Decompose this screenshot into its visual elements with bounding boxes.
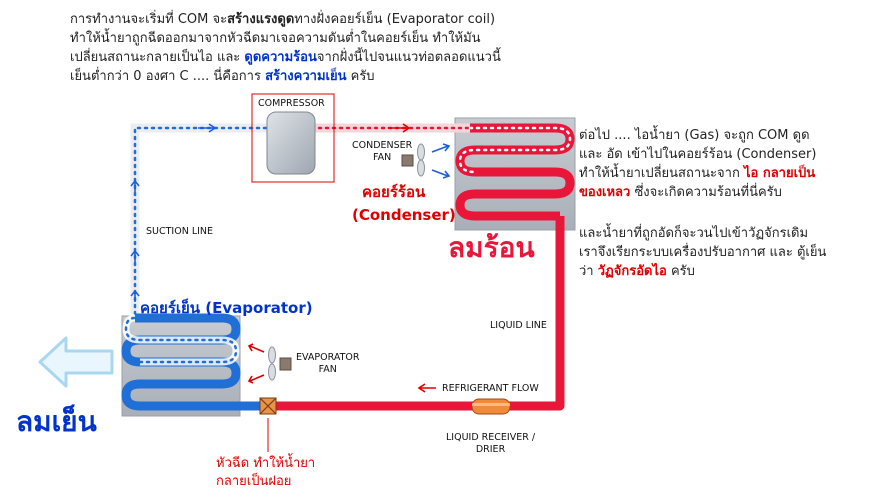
- suction-flow-arrows: [130, 123, 217, 302]
- intro-line1-highlight: สร้างแรงดูด: [227, 12, 295, 27]
- intro-line4-c: ครับ: [346, 69, 375, 84]
- expansion-valve-icon: [259, 397, 277, 415]
- refrigerant-flow-label: REFRIGERANT FLOW: [442, 383, 539, 394]
- cold-air-arrow-icon: [38, 336, 114, 388]
- right-p2-line3-c: ครับ: [666, 264, 695, 279]
- condenser-fan-label: CONDENSER FAN: [352, 140, 412, 164]
- intro-line1-a: การทำงานจะเริ่มที่ COM จะ: [70, 12, 228, 27]
- right-p1-line2: และ อัด เข้าไปในคอยร์ร้อน (Condenser): [579, 147, 817, 162]
- right-p2-line3-a: ว่า: [579, 264, 598, 279]
- intro-line3-a: เปลี่ยนสถานะกลายเป็นไอ และ: [70, 50, 245, 65]
- right-p2-line1: และน้ำยาที่ถูกอัดก็จะวนไปเข้าวัฏจักรเดิม: [579, 226, 809, 241]
- evaporator-fan-label: EVAPORATOR FAN: [296, 352, 359, 376]
- liquid-receiver-drier-icon: [471, 398, 511, 415]
- right-p1-line3-a: ทำให้น้ำยาเปลี่ยนสถานะจาก: [579, 166, 744, 181]
- liquid-line-label: LIQUID LINE: [490, 320, 547, 331]
- right-paragraph-2: และน้ำยาที่ถูกอัดก็จะวนไปเข้าวัฏจักรเดิม…: [579, 224, 826, 281]
- cold-air-label: ลมเย็น: [16, 405, 97, 438]
- liquid-receiver-label-1: LIQUID RECEIVER /: [446, 432, 536, 443]
- right-p2-line3-highlight: วัฏจักรอัดไอ: [597, 264, 667, 279]
- intro-line3-c: จากฝั่งนี้ไปจนแนวท่อตลอดแนวนี้: [316, 50, 501, 65]
- evaporator-label: คอยร์เย็น (Evaporator): [140, 299, 313, 317]
- liquid-receiver-label-2: DRIER: [475, 444, 506, 455]
- liquid-receiver-label: LIQUID RECEIVER / DRIER: [446, 432, 535, 456]
- condenser-label-th: คอยร์ร้อน: [362, 183, 426, 201]
- right-p1-line4-highlight: ของเหลว: [579, 185, 631, 200]
- nozzle-note-line2: กลายเป็นฝอย: [216, 474, 292, 489]
- compressor-body: [266, 111, 316, 175]
- condenser-label-en: (Condenser): [352, 206, 456, 224]
- condenser-fan-icon: [401, 143, 425, 177]
- liquid-line-pipe: [270, 216, 565, 411]
- right-p1-line4-b: ซึ่งจะเกิดความร้อนที่นี่ครับ: [630, 185, 782, 200]
- intro-line4-highlight: สร้างความเย็น: [265, 69, 347, 84]
- intro-paragraph: การทำงานจะเริ่มที่ COM จะสร้างแรงดูดทางฝ…: [70, 10, 501, 86]
- intro-line4-a: เย็นต่ำกว่า 0 องศา C .... นี่คือการ: [70, 69, 266, 84]
- intro-line3-highlight: ดูดความร้อน: [244, 50, 317, 65]
- evaporator-fan-label-1: EVAPORATOR: [296, 352, 360, 363]
- right-p1-line1: ต่อไป .... ไอน้ำยา (Gas) จะถูก COM ดูด: [579, 128, 810, 143]
- right-paragraph-1: ต่อไป .... ไอน้ำยา (Gas) จะถูก COM ดูด แ…: [579, 126, 816, 202]
- nozzle-note-line1: หัวฉีด ทำให้น้ำยา: [216, 456, 316, 471]
- evaporator-air-arrows: [247, 343, 265, 384]
- hot-air-label: ลมร้อน: [448, 231, 535, 264]
- compressor-frame: [251, 93, 335, 183]
- nozzle-note: หัวฉีด ทำให้น้ำยา กลายเป็นฝอย: [216, 455, 315, 491]
- suction-line-label: SUCTION LINE: [146, 226, 214, 237]
- evaporator-fan-icon: [268, 346, 292, 381]
- refrigerant-flow-arrow: [417, 383, 436, 393]
- intro-line1-c: ทางฝั่งคอยร์เย็น (Evaporator coil): [294, 12, 496, 27]
- condenser-air-arrows: [431, 143, 451, 179]
- evaporator-fan-label-2: FAN: [318, 364, 337, 375]
- intro-line2: ทำให้น้ำยาถูกฉีดออกมาจากหัวฉีดมาเจอความด…: [70, 31, 481, 46]
- right-p2-line2: เราจึงเรียกระบบเครื่องปรับอากาศ และ ตู้เ…: [579, 245, 827, 260]
- right-p1-line3-highlight: ไอ กลายเป็น: [743, 166, 816, 181]
- compressor-label: COMPRESSOR: [258, 98, 325, 109]
- condenser-fan-label-2: FAN: [373, 152, 392, 163]
- discharge-flow-arrows: [388, 123, 411, 133]
- condenser-fan-label-1: CONDENSER: [352, 140, 413, 151]
- suction-line-pipe: [130, 123, 268, 314]
